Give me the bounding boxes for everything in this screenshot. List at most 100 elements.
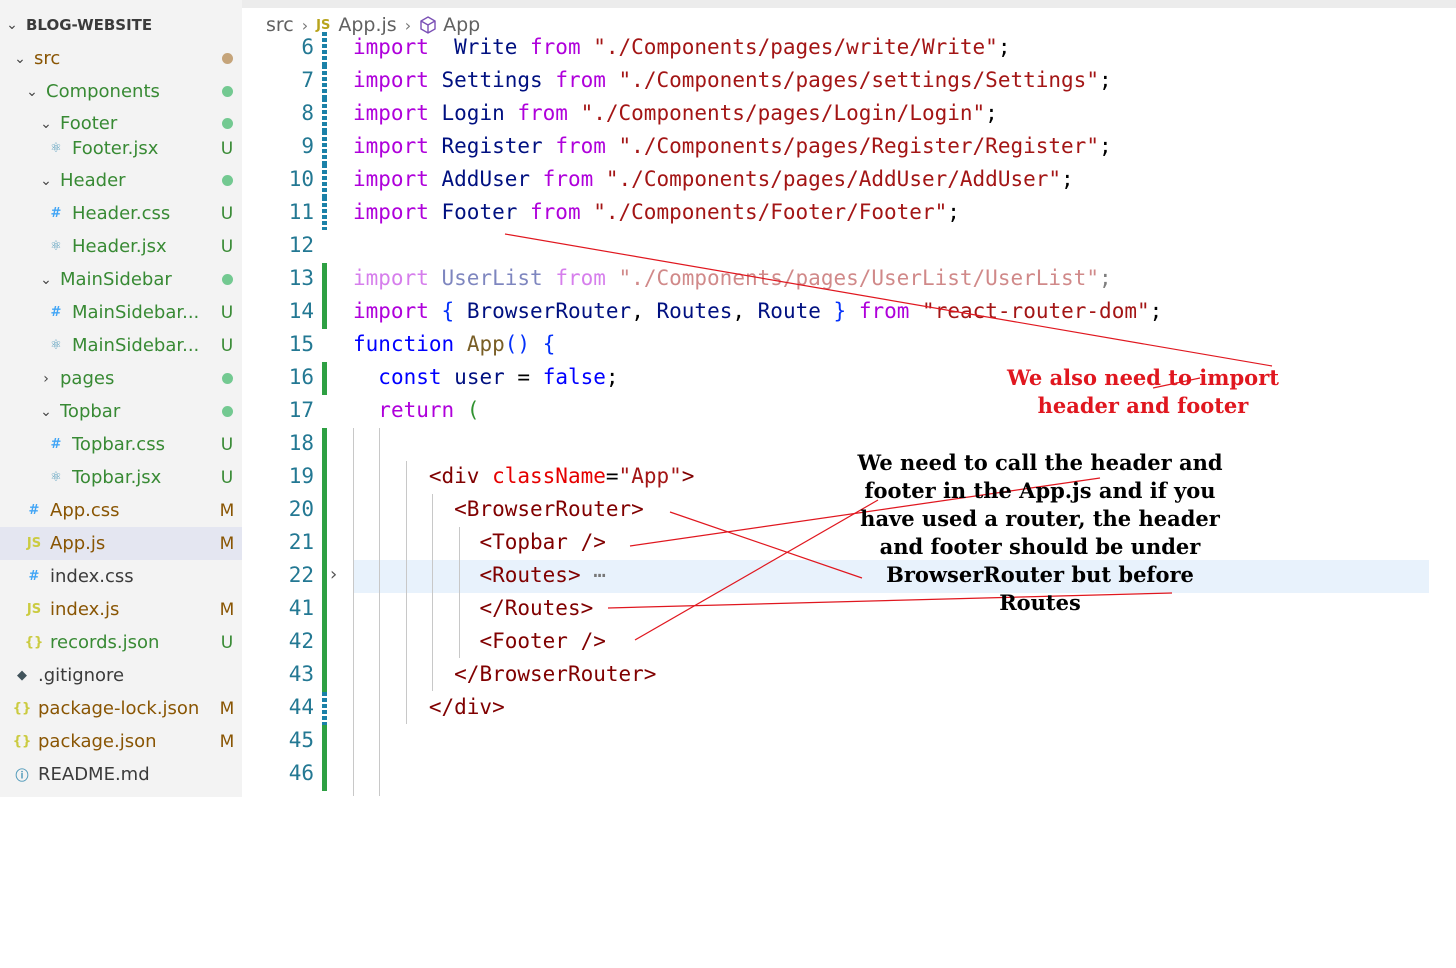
- code-token: from: [517, 200, 594, 224]
- code-line[interactable]: 21 <Topbar />: [242, 527, 1456, 560]
- code-token: [454, 398, 467, 422]
- tree-item-components[interactable]: ⌄Components: [0, 75, 242, 108]
- git-added-marker: [322, 362, 327, 395]
- code-text: <Topbar />: [353, 530, 605, 554]
- git-status-badge: M: [219, 698, 235, 719]
- git-icon: ◆: [17, 668, 27, 683]
- tree-item-label: index.css: [50, 566, 134, 587]
- git-modified-marker: [322, 692, 327, 725]
- code-line[interactable]: 20 <BrowserRouter>: [242, 494, 1456, 527]
- code-text: const user = false;: [353, 365, 619, 389]
- code-token: [429, 167, 442, 191]
- explorer-root[interactable]: ⌄ BLOG-WEBSITE: [0, 8, 242, 42]
- tree-item-label: App.js: [50, 533, 106, 554]
- code-token: ;: [1098, 134, 1112, 158]
- line-number: 19: [288, 464, 314, 488]
- code-line[interactable]: 18: [242, 428, 1456, 461]
- css-icon: #: [50, 206, 62, 221]
- code-line[interactable]: 12: [242, 230, 1456, 263]
- code-line[interactable]: 46: [242, 758, 1456, 791]
- chevron-down-icon: ⌄: [40, 172, 52, 189]
- line-number: 15: [288, 332, 314, 356]
- code-token: {: [542, 332, 556, 356]
- code-token: Routes: [656, 299, 733, 323]
- code-line[interactable]: 43 </BrowserRouter>: [242, 659, 1456, 692]
- code-line[interactable]: 45: [242, 725, 1456, 758]
- js-icon: JS: [26, 536, 42, 551]
- tree-item-mainsidebar[interactable]: ⚛MainSidebar...U: [0, 329, 242, 362]
- line-number: 46: [288, 761, 314, 785]
- tree-item-index-css[interactable]: #index.css: [0, 560, 242, 593]
- code-line[interactable]: 44 </div>: [242, 692, 1456, 725]
- breadcrumb: src › JS App.js › App: [242, 8, 1456, 42]
- git-status-badge: M: [219, 731, 235, 752]
- code-token: =: [605, 464, 619, 488]
- tree-item-footer[interactable]: ⌄Footer: [0, 107, 242, 140]
- code-line[interactable]: 41 </Routes>: [242, 593, 1456, 626]
- react-icon: ⚛: [50, 239, 62, 254]
- line-number: 21: [288, 530, 314, 554]
- tree-item--gitignore[interactable]: ◆.gitignore: [0, 659, 242, 692]
- git-added-marker: [322, 626, 327, 659]
- code-token: ;: [605, 365, 619, 389]
- code-line[interactable]: 19 <div className="App">: [242, 461, 1456, 494]
- line-number: 22: [288, 563, 314, 587]
- code-line[interactable]: 17 return (: [242, 395, 1456, 428]
- git-modified-marker: [322, 65, 327, 98]
- code-token: ⋯: [580, 563, 606, 587]
- code-token: [429, 299, 442, 323]
- git-modified-marker: [322, 131, 327, 164]
- breadcrumb-symbol[interactable]: App: [443, 14, 481, 36]
- code-line[interactable]: 16 const user = false;: [242, 362, 1456, 395]
- breadcrumb-file[interactable]: App.js: [338, 14, 397, 36]
- indent-guide: [379, 428, 380, 796]
- code-text: return (: [353, 398, 479, 422]
- code-token: ;: [997, 35, 1011, 59]
- line-number: 41: [288, 596, 314, 620]
- tree-item-pages[interactable]: ›pages: [0, 362, 242, 395]
- breadcrumb-folder[interactable]: src: [266, 14, 294, 36]
- code-line[interactable]: 22 › <Routes> ⋯: [242, 560, 1456, 593]
- tree-item-header[interactable]: ⌄Header: [0, 164, 242, 197]
- tree-item-mainsidebar[interactable]: ⌄MainSidebar: [0, 263, 242, 296]
- code-text: <Routes> ⋯: [353, 563, 606, 587]
- tree-item-label: Header.jsx: [72, 236, 167, 257]
- code-token: import: [353, 266, 429, 290]
- code-token: ,: [732, 299, 758, 323]
- code-token: import: [353, 200, 429, 224]
- line-number: 12: [288, 233, 314, 257]
- tree-item-src[interactable]: ⌄src: [0, 42, 242, 75]
- code-token: </BrowserRouter>: [454, 662, 657, 686]
- fold-chevron-icon[interactable]: ›: [330, 564, 338, 585]
- code-line[interactable]: 42 <Footer />: [242, 626, 1456, 659]
- line-number: 43: [288, 662, 314, 686]
- line-number: 11: [288, 200, 314, 224]
- tree-item-mainsidebar[interactable]: #MainSidebar...U: [0, 296, 242, 329]
- code-token: from: [504, 101, 581, 125]
- chevron-down-icon: ⌄: [26, 83, 38, 100]
- tree-item-topbar[interactable]: ⌄Topbar: [0, 395, 242, 428]
- git-status-badge: M: [219, 500, 235, 521]
- code-token: [353, 662, 454, 686]
